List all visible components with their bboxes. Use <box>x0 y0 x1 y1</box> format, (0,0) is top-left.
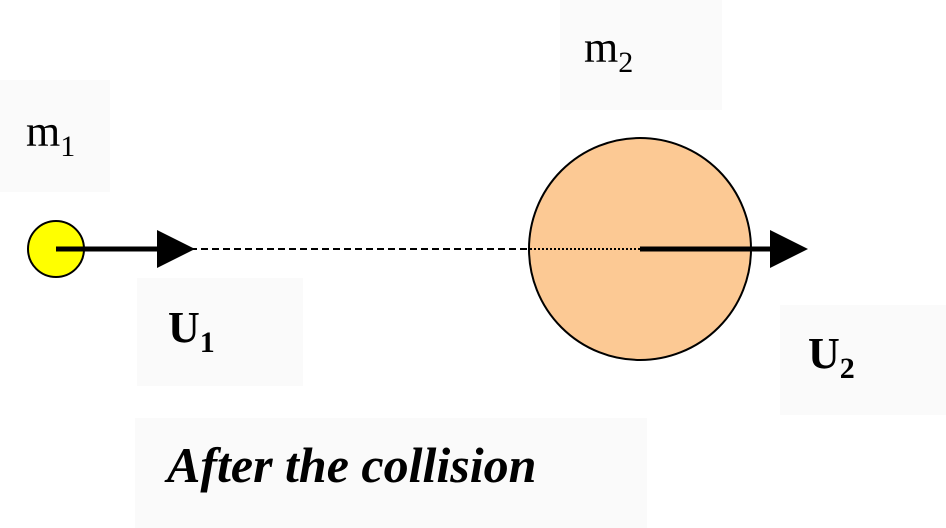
u1-text: U <box>168 303 200 352</box>
m1-text: m <box>26 107 61 156</box>
u1-sub: 1 <box>199 325 215 359</box>
label-m2: m2 <box>584 22 633 80</box>
m1-sub: 1 <box>60 129 76 163</box>
caption: After the collision <box>167 437 537 493</box>
arrowhead-u2-icon <box>770 230 808 268</box>
label-m1: m1 <box>26 106 75 164</box>
m2-sub: 2 <box>618 45 634 79</box>
m2-text: m <box>584 23 619 72</box>
label-u2: U2 <box>808 328 855 386</box>
u2-text: U <box>808 329 840 378</box>
label-u1: U1 <box>168 302 215 360</box>
u2-sub: 2 <box>839 351 855 385</box>
arrowhead-u1-icon <box>157 230 195 268</box>
